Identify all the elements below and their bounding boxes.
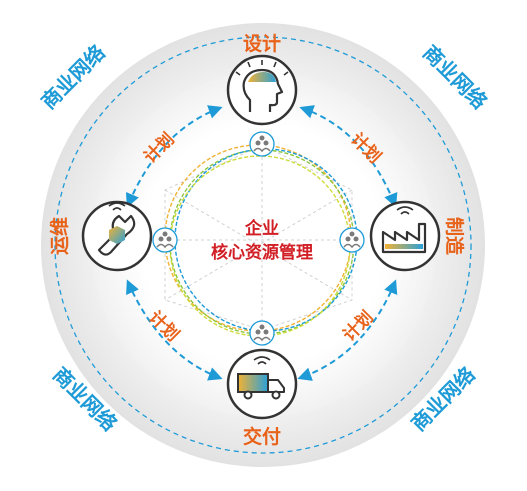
business-network-dashed-ring [54,36,472,454]
people-connector-left [152,227,178,253]
flow-arrows [125,105,398,381]
people-connector-top [249,131,275,157]
node-manufacturing [369,200,441,272]
node-delivery [226,348,298,420]
arrow-top-left [125,105,223,208]
people-connector-bottom [249,320,275,346]
arrow-bottom-left [126,279,223,381]
people-connectors [152,131,365,346]
truck-icon [237,356,285,400]
label-design: 设计 [243,33,281,55]
factory-icon [381,206,427,254]
node-maintenance [81,200,153,272]
head-icon [235,60,289,112]
label-manufacturing: 制造 [443,217,466,256]
arrow-top-right [299,105,398,208]
node-design-circle [226,54,298,126]
people-connector-right [339,227,365,253]
node-design [226,54,298,126]
label-delivery: 交付 [243,425,281,448]
wrench-icon [97,202,136,256]
center-title-line2: 核心资源管理 [211,242,313,263]
label-maintenance: 运维 [48,217,71,255]
arrow-bottom-right [297,279,398,381]
center-title-line1: 企业 [244,218,279,239]
